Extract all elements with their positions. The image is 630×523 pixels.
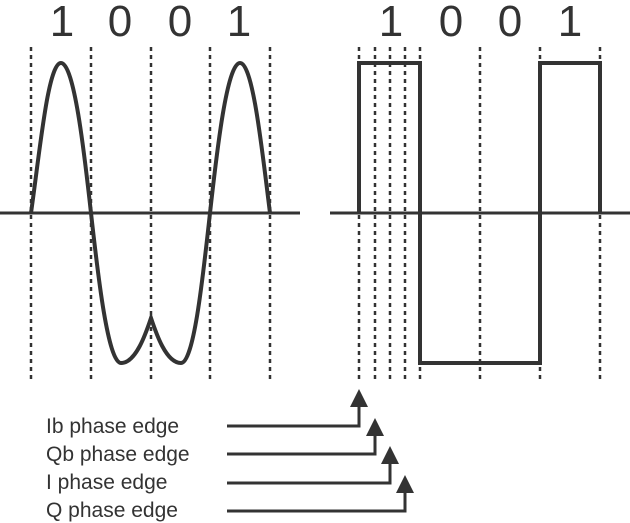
arrow-qb bbox=[227, 418, 384, 456]
arrow-qb-line bbox=[227, 433, 377, 456]
arrow-ib bbox=[227, 389, 368, 428]
arrow-i bbox=[227, 446, 399, 485]
legend-label-q: Q phase edge bbox=[46, 499, 178, 522]
arrow-q-head bbox=[396, 475, 414, 493]
arrow-i-head bbox=[381, 446, 399, 464]
edge-legend: Ib phase edge Qb phase edge I phase edge… bbox=[46, 389, 414, 522]
left-bit-4: 1 bbox=[227, 0, 251, 46]
legend-label-i: I phase edge bbox=[46, 471, 167, 494]
arrow-q-line bbox=[227, 490, 407, 513]
arrow-q bbox=[227, 475, 414, 513]
left-waveform bbox=[29, 60, 272, 366]
right-bit-3: 0 bbox=[498, 0, 522, 46]
arrow-i-line bbox=[227, 461, 392, 485]
right-bit-1: 1 bbox=[379, 0, 403, 46]
right-bit-4: 1 bbox=[558, 0, 582, 46]
left-bit-3: 0 bbox=[168, 0, 192, 46]
left-panel: 1 0 0 1 bbox=[0, 0, 300, 380]
left-bit-2: 0 bbox=[108, 0, 132, 46]
legend-label-ib: Ib phase edge bbox=[46, 415, 179, 438]
legend-label-qb: Qb phase edge bbox=[46, 443, 190, 466]
arrow-qb-head bbox=[366, 418, 384, 436]
arrow-ib-head bbox=[350, 389, 368, 407]
left-bit-1: 1 bbox=[50, 0, 74, 46]
arrow-ib-line bbox=[227, 404, 361, 428]
right-bit-2: 0 bbox=[439, 0, 463, 46]
right-waveform bbox=[357, 61, 602, 365]
right-panel: 1 0 0 1 bbox=[330, 0, 630, 380]
